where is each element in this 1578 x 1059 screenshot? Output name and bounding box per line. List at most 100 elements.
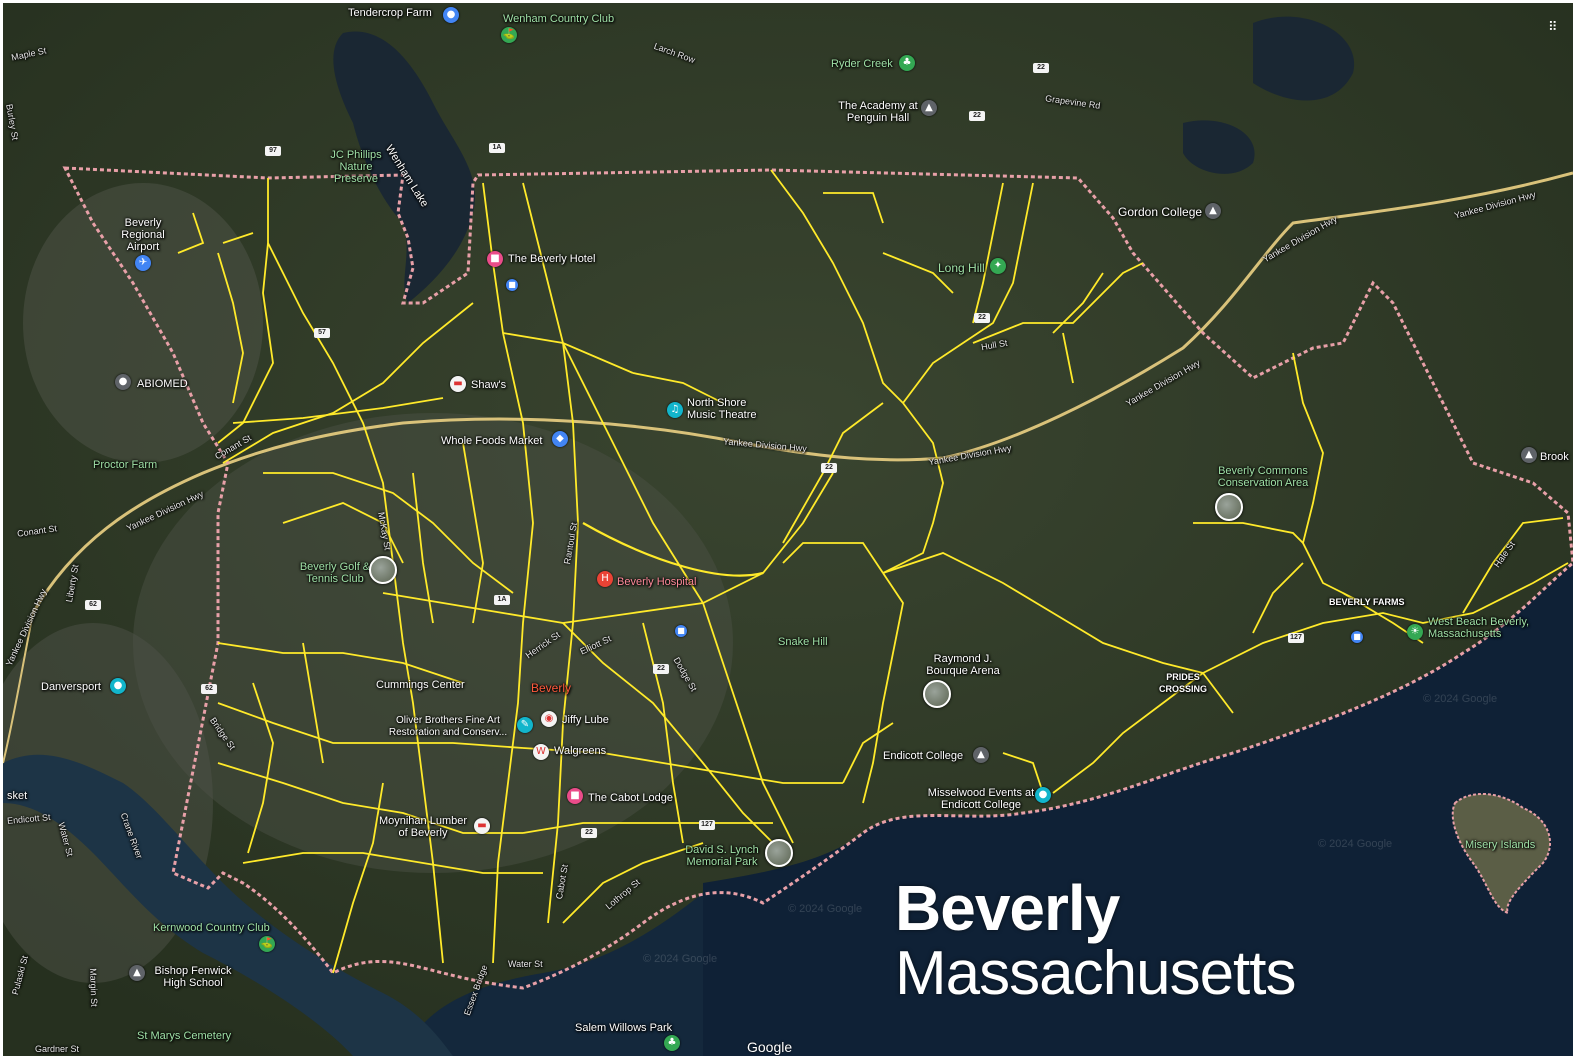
pin-icon[interactable]: ● [110,678,126,694]
photo-marker[interactable] [923,680,951,708]
place-label[interactable]: PRIDES CROSSING [1158,672,1207,694]
place-label[interactable]: Bishop Fenwick High School [154,965,232,989]
place-label[interactable]: Snake Hill [778,636,828,648]
shopping-icon[interactable]: ◆ [552,431,568,447]
place-label[interactable]: Walgreens [554,745,607,757]
city-boundary [62,166,1573,990]
place-label[interactable]: Salem Willows Park [575,1022,673,1034]
pin-icon[interactable]: ■ [567,788,583,804]
road-label: Gardner St [35,1044,80,1054]
map-title: Beverly Massachusetts [895,872,1297,1008]
place-label[interactable]: JC Phillips Nature Preserve [330,149,382,185]
route-shield: 22 [974,313,990,323]
watermark: © 2024 Google [1318,838,1393,850]
place-label[interactable]: Beverly Commons Conservation Area [1217,465,1309,489]
hotel-icon[interactable]: ■ [487,251,503,267]
place-label[interactable]: St Marys Cemetery [137,1030,232,1042]
transit-icon[interactable]: ■ [675,625,687,637]
place-label[interactable]: Ryder Creek [831,58,893,70]
place-label[interactable]: Misery Islands [1465,839,1536,851]
store-icon[interactable]: ▬ [450,376,466,392]
transit-icon[interactable]: ■ [506,279,518,291]
place-label[interactable]: Long Hill [938,261,985,275]
misery-islands [1451,792,1552,915]
route-shield: 62 [201,684,217,694]
route-shield: 22 [1033,63,1049,73]
place-label[interactable]: Whole Foods Market [441,435,543,447]
route-shield: 22 [969,111,985,121]
place-label[interactable]: North Shore Music Theatre [687,397,757,421]
school-icon[interactable]: ▲ [1205,203,1221,219]
place-label[interactable]: The Cabot Lodge [588,792,674,804]
theatre-icon[interactable]: ♫ [667,402,683,418]
pin-icon[interactable]: ● [1035,787,1051,803]
title-state: Massachusetts [895,939,1297,1008]
airport-area [23,183,263,463]
place-label[interactable]: Misselwood Events at Endicott College [927,787,1035,811]
school-icon[interactable]: ▲ [129,965,145,981]
lake [1253,16,1355,101]
transit-icon[interactable]: ■ [1351,631,1363,643]
pharmacy-icon[interactable]: W [533,744,549,760]
watermark: © 2024 Google [1423,693,1498,705]
place-label[interactable]: Tendercrop Farm [348,7,432,19]
place-label[interactable]: Proctor Farm [93,459,158,471]
golf-icon[interactable]: ⛳ [259,936,275,952]
place-label[interactable]: Danversport [41,681,101,693]
place-label[interactable]: Beverly Hospital [617,576,697,588]
golf-icon[interactable]: ⛳ [501,27,517,43]
watermark: © 2024 Google [788,903,863,915]
map-canvas [3,3,1573,1056]
place-label[interactable]: Beverly Golf & Tennis Club [299,561,371,585]
place-label[interactable]: Cummings Center [376,679,465,691]
park-icon[interactable]: ♣ [899,55,915,71]
school-icon[interactable]: ▲ [1521,447,1537,463]
place-label[interactable]: Raymond J. Bourque Arena [926,653,1000,677]
place-label[interactable]: Endicott College [883,750,964,762]
art-icon[interactable]: ✎ [517,717,533,733]
hiking-icon[interactable]: ✦ [990,258,1006,274]
title-city: Beverly [895,872,1120,944]
photo-marker[interactable] [1215,493,1243,521]
store-icon[interactable]: ▬ [474,818,490,834]
place-label[interactable]: Wenham Country Club [503,13,615,25]
satellite-map[interactable]: Tendercrop Farm ● Wenham Country Club ⛳ … [3,3,1573,1056]
place-label[interactable]: Beverly Regional Airport [121,217,165,253]
road-label: Water St [508,959,543,969]
place-label[interactable]: Shaw's [471,379,507,391]
place-label[interactable]: Gordon College [1118,205,1203,219]
photo-marker[interactable] [765,839,793,867]
google-attribution: Google [747,1039,793,1055]
car-icon[interactable]: ◉ [541,711,557,727]
route-22 [582,522,764,577]
route-shield: 22 [581,828,597,838]
school-icon[interactable]: ▲ [973,747,989,763]
school-icon[interactable]: ▲ [921,100,937,116]
place-label[interactable]: The Beverly Hotel [508,253,596,265]
place-label[interactable]: Beverly [531,681,572,695]
photo-marker[interactable] [369,556,397,584]
place-label[interactable]: Moynihan Lumber of Beverly [378,815,468,839]
route-shield: 127 [1288,633,1304,643]
hospital-icon[interactable]: H [597,571,613,587]
beach-icon[interactable]: ☀ [1407,624,1423,640]
place-label[interactable]: The Academy at Penguin Hall [838,100,918,124]
pin-icon[interactable]: ● [115,374,131,390]
road-label: Margin St [88,968,100,1007]
place-label[interactable]: Jiffy Lube [562,714,609,726]
place-label[interactable]: Kernwood Country Club [153,922,270,934]
place-label[interactable]: ABIOMED [137,378,188,390]
highway-west [3,612,34,764]
route-shield: 1A [494,595,510,605]
pin-icon[interactable]: ● [443,7,459,23]
place-label[interactable]: Oliver Brothers Fine Art Restoration and… [388,715,508,738]
place-label[interactable]: BEVERLY FARMS [1329,597,1405,607]
road-label: sket [7,790,28,802]
park-icon[interactable]: ♣ [664,1035,680,1051]
apps-grid-icon[interactable]: ⠿ [1548,20,1558,35]
route-shield: 22 [821,463,837,473]
airport-icon[interactable]: ✈ [135,255,151,271]
place-label[interactable]: David S. Lynch Memorial Park [685,844,759,868]
place-label[interactable]: Brook [1540,451,1569,463]
place-label[interactable]: West Beach Beverly, Massachusetts [1428,616,1530,640]
